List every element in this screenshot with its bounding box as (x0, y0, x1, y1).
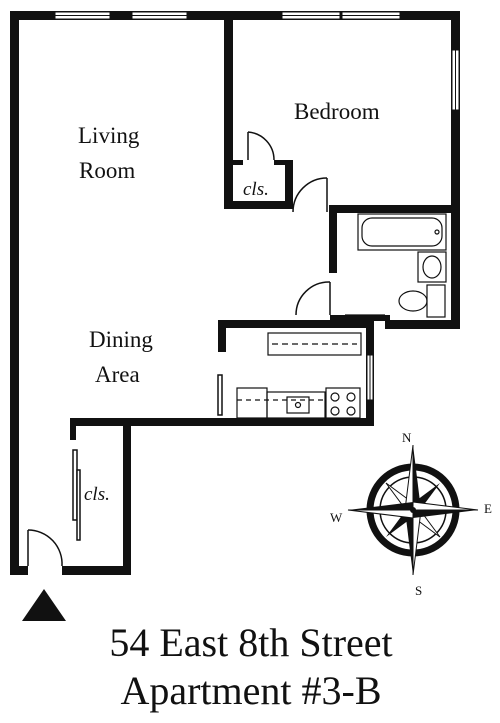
fixtures (236, 213, 447, 419)
compass-west-label: W (330, 510, 343, 525)
living-room-label-line1: Living (78, 123, 140, 148)
windows (54, 11, 460, 401)
dining-area-label-line2: Area (95, 362, 140, 387)
entrance-arrow-icon (22, 589, 66, 621)
address-title: 54 East 8th Street (109, 620, 392, 665)
compass-south-label: S (415, 583, 422, 598)
doors (27, 131, 331, 567)
living-room-label-line2: Room (79, 158, 135, 183)
toilet-tank (426, 284, 446, 318)
dining-area-label-line1: Dining (89, 327, 153, 352)
compass-north-label: N (402, 430, 412, 445)
bathtub (357, 213, 447, 251)
upper-cabinet (267, 332, 362, 356)
toilet-bowl (398, 290, 428, 312)
bathroom-sink (417, 251, 447, 283)
compass-east-label: E (484, 501, 492, 516)
bedroom-label: Bedroom (294, 99, 380, 124)
kitchen-sink (286, 396, 310, 414)
entry-closet-label: cls. (84, 484, 110, 505)
refrigerator (236, 387, 268, 419)
compass-rose-icon (347, 444, 479, 576)
apartment-title: Apartment #3-B (120, 668, 381, 713)
bedroom-closet-label: cls. (243, 179, 269, 200)
stove (325, 387, 361, 419)
